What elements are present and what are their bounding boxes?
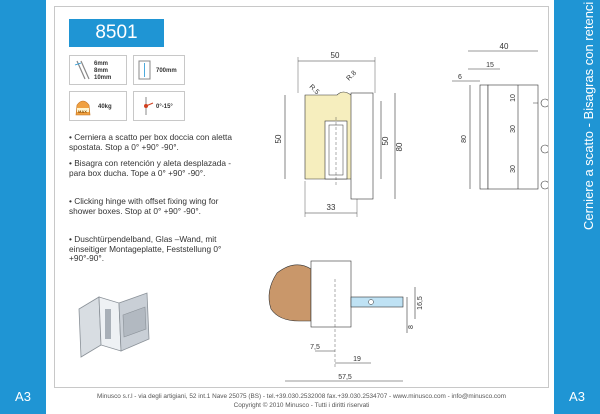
spec-weight: MAX 40kg [69,91,127,121]
angle-icon [144,97,154,115]
spec-thickness: 6mm 8mm 10mm [69,55,127,85]
dim-r5: R.5 [308,83,321,96]
dim-plan-575: 57,5 [338,374,352,381]
thickness-6: 6mm [94,61,109,67]
footer-copyright: Copyright © 2010 Minusco - Tutti i dirit… [233,402,370,409]
spec-height: 700mm [133,55,185,85]
left-sidebar: A3 [0,0,46,414]
page-label-right: A3 [569,389,585,404]
dim-plan-165: 16,5 [417,296,424,310]
plan-view-drawing: 16,5 8 7,5 19 57,5 [268,260,424,382]
front-view-drawing: 50 R.5 R.8 50 50 80 33 [274,51,404,217]
spec-angle: 0°-15° [133,91,185,121]
door-height-icon [138,60,151,80]
dim-front-bottom: 33 [327,203,336,212]
thickness-10: 10mm [94,75,112,81]
model-number: 8501 [69,19,164,47]
dim-r8: R.8 [345,70,358,83]
weight-badge: MAX [78,109,87,114]
glass-thickness-icon [74,60,90,80]
hinge-product-image [78,292,150,358]
angle-value: 0°-15° [156,104,173,110]
dim-side-top: 40 [500,42,509,51]
description-it: • Cerniera a scatto per box doccia con a… [69,132,232,152]
dim-plan-75: 7,5 [310,344,320,351]
dim-front-top: 50 [331,51,340,60]
page-label-left: A3 [15,389,31,404]
thickness-8: 8mm [94,68,109,74]
dim-front-right: 80 [395,142,404,151]
footer: Minusco s.r.l - via degli artigiani, 52 … [54,392,549,410]
weight-icon [75,100,91,116]
height-value: 700mm [156,68,177,74]
catalog-panel: 8501 6mm 8mm 10mm 700mm MAX 40kg [54,6,549,388]
dim-plan-8: 8 [408,325,415,329]
dim-side-6: 6 [458,74,462,81]
dim-front-inner: 50 [381,136,390,145]
footer-contact: Minusco s.r.l - via degli artigiani, 52 … [97,393,506,400]
dim-side-80: 80 [461,135,468,143]
description-es: • Bisagra con retención y aleta desplaza… [69,158,232,178]
dim-front-left: 50 [274,134,283,143]
side-view-drawing: 40 15 6 80 10 30 30 [452,42,548,190]
dim-side-30b: 30 [510,165,517,173]
side-title: Cerniere a scatto - Bisagras con retenci [581,1,596,230]
weight-value: 40kg [98,104,112,110]
dim-side-15: 15 [486,62,494,69]
right-sidebar: Cerniere a scatto - Bisagras con retenci… [554,0,600,414]
description-de: • Duschtürpendelband, Glas –Wand, mit ei… [69,234,222,264]
description-en: • Clicking hinge with offset fixing wing… [69,196,219,216]
dim-side-10: 10 [510,94,517,102]
dim-plan-19: 19 [353,356,361,363]
dim-side-30a: 30 [510,125,517,133]
